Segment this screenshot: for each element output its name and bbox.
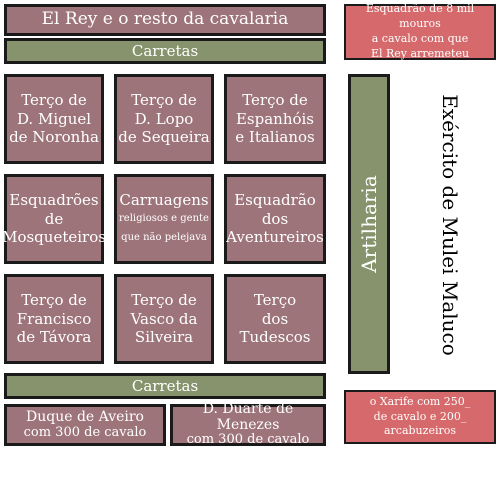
duarte-menezes-block: D. Duarte de Menezes com 300 de cavalo xyxy=(170,401,326,448)
army-label: Exército de Mulei Maluco xyxy=(438,94,462,356)
cavalry-label: El Rey e o resto da cavalaria xyxy=(41,9,289,30)
block-line-3: de Noronha xyxy=(9,128,99,147)
terco-tudescos: Terço dos Tudescos xyxy=(224,274,326,364)
terco-lopo-sequeira: Terço de D. Lopo de Sequeira xyxy=(114,74,214,164)
block-line-2: Vasco da xyxy=(130,309,198,328)
carruagens-block: Carruagens religiosos e gente que não pe… xyxy=(114,174,214,264)
moors-line-3: El Rey arremeteu xyxy=(370,46,470,60)
block-line-1: Terço xyxy=(253,290,297,309)
carretas-top-block: Carretas xyxy=(4,38,326,64)
block-line-1: Esquadrão xyxy=(234,190,316,209)
block-line-1: Esquadrões xyxy=(9,190,99,209)
xarife-block: o Xarife com 250_ de cavalo e 200_ arcab… xyxy=(344,390,496,444)
carretas-top-label: Carretas xyxy=(131,41,199,60)
block-line-1: Terço de xyxy=(21,90,87,109)
block-line-1: Terço de xyxy=(242,90,308,109)
block-line-3: Aventureiros xyxy=(226,228,324,247)
aveiro-line-2: com 300 de cavalo xyxy=(23,424,147,440)
terco-espanhois-italianos: Terço de Espanhóis e Italianos xyxy=(224,74,326,164)
block-line-3: Silveira xyxy=(134,328,194,347)
xarife-line-3: arcabuzeiros xyxy=(383,424,456,438)
block-line-2: dos xyxy=(261,309,289,328)
block-line-3: de Távora xyxy=(16,328,92,347)
moors-squadron-block: Esquadrão de 8 mil mouros a cavalo com q… xyxy=(344,2,496,60)
block-line-2: D. Lopo xyxy=(134,109,194,128)
block-line-2: dos xyxy=(261,209,289,228)
terco-vasco-silveira: Terço de Vasco da Silveira xyxy=(114,274,214,364)
block-line-1: Terço de xyxy=(131,90,197,109)
block-line-3: Tudescos xyxy=(239,328,311,347)
terco-miguel-noronha: Terço de D. Miguel de Noronha xyxy=(4,74,104,164)
block-line-3: que não pelejava xyxy=(121,232,207,244)
block-line-3: de Sequeira xyxy=(118,128,210,147)
esquadrao-aventureiros: Esquadrão dos Aventureiros xyxy=(224,174,326,264)
block-line-2: de xyxy=(44,209,64,228)
terco-francisco-tavora: Terço de Francisco de Távora xyxy=(4,274,104,364)
block-line-1: Terço de xyxy=(131,290,197,309)
block-line-2: religiosos e gente xyxy=(119,213,209,225)
moors-line-2: a cavalo com que xyxy=(371,32,469,45)
menezes-line-2: com 300 de cavalo xyxy=(186,432,310,448)
carretas-bottom-block: Carretas xyxy=(4,373,326,399)
xarife-line-1: o Xarife com 250_ xyxy=(369,394,471,408)
moors-line-1: Esquadrão de 8 mil mouros xyxy=(365,2,475,31)
block-line-1: Terço de xyxy=(21,290,87,309)
aveiro-line-1: Duque de Aveiro xyxy=(26,409,144,426)
xarife-line-2: de cavalo e 200_ xyxy=(373,409,467,423)
block-line-2: Francisco xyxy=(16,309,92,328)
artilharia-label: Artilharia xyxy=(357,175,381,273)
block-line-2: Espanhóis xyxy=(235,109,315,128)
menezes-line-1: D. Duarte de Menezes xyxy=(202,401,294,433)
esquadroes-mosqueteiros: Esquadrões de Mosqueteiros xyxy=(2,174,106,264)
carretas-bottom-label: Carretas xyxy=(131,376,199,395)
block-line-3: e Italianos xyxy=(235,128,315,147)
army-label-container: Exército de Mulei Maluco xyxy=(420,80,480,370)
block-line-1: Carruagens xyxy=(119,190,209,209)
cavalry-block: El Rey e o resto da cavalaria xyxy=(4,4,326,36)
duque-aveiro-block: Duque de Aveiro com 300 de cavalo xyxy=(4,404,166,446)
artilharia-block: Artilharia xyxy=(348,74,390,374)
block-line-2: D. Miguel xyxy=(16,109,92,128)
block-line-3: Mosqueteiros xyxy=(2,228,106,247)
